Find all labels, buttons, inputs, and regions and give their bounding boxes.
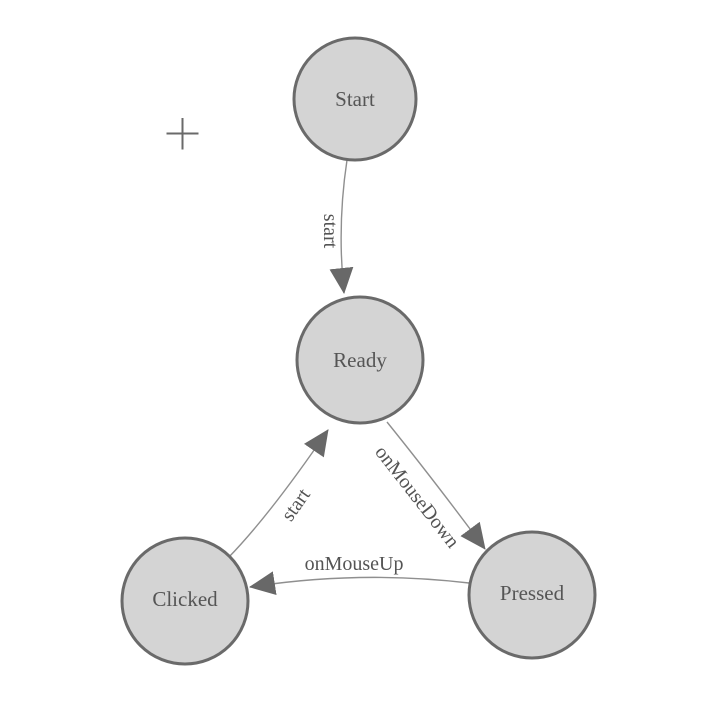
transition-label-onmousedown: onMouseDown <box>370 442 463 553</box>
state-circle-start[interactable] <box>292 36 418 162</box>
transition-line-pressed-to-clicked[interactable] <box>249 571 470 596</box>
transition-line-clicked-to-ready[interactable] <box>227 429 329 559</box>
state-node-clicked[interactable]: Clicked <box>120 536 250 666</box>
transition-label-onmouseup: onMouseUp <box>305 553 404 575</box>
state-circle-pressed[interactable] <box>467 530 597 660</box>
transition-ready-to-pressed: onMouseDown <box>370 421 486 553</box>
state-node-pressed[interactable]: Pressed <box>467 530 597 660</box>
state-circle-ready[interactable] <box>295 295 425 425</box>
state-circle-clicked[interactable] <box>120 536 250 666</box>
transition-start-to-ready: start <box>319 159 354 294</box>
state-node-ready[interactable]: Ready <box>295 295 425 425</box>
state-label-ready: Ready <box>333 348 387 372</box>
transition-label-start: start <box>319 214 341 249</box>
state-label-start: Start <box>335 87 375 111</box>
state-label-clicked: Clicked <box>152 587 218 611</box>
transition-label-start-2: start <box>277 484 315 525</box>
state-node-start[interactable]: Start <box>292 36 418 162</box>
transition-pressed-to-clicked: onMouseUp <box>249 553 470 596</box>
crosshair-cursor-icon <box>166 118 199 150</box>
transition-clicked-to-ready: start <box>227 429 329 559</box>
state-label-pressed: Pressed <box>500 581 565 605</box>
transition-line-ready-to-pressed[interactable] <box>386 421 486 550</box>
transition-line-start-to-ready[interactable] <box>329 159 354 294</box>
